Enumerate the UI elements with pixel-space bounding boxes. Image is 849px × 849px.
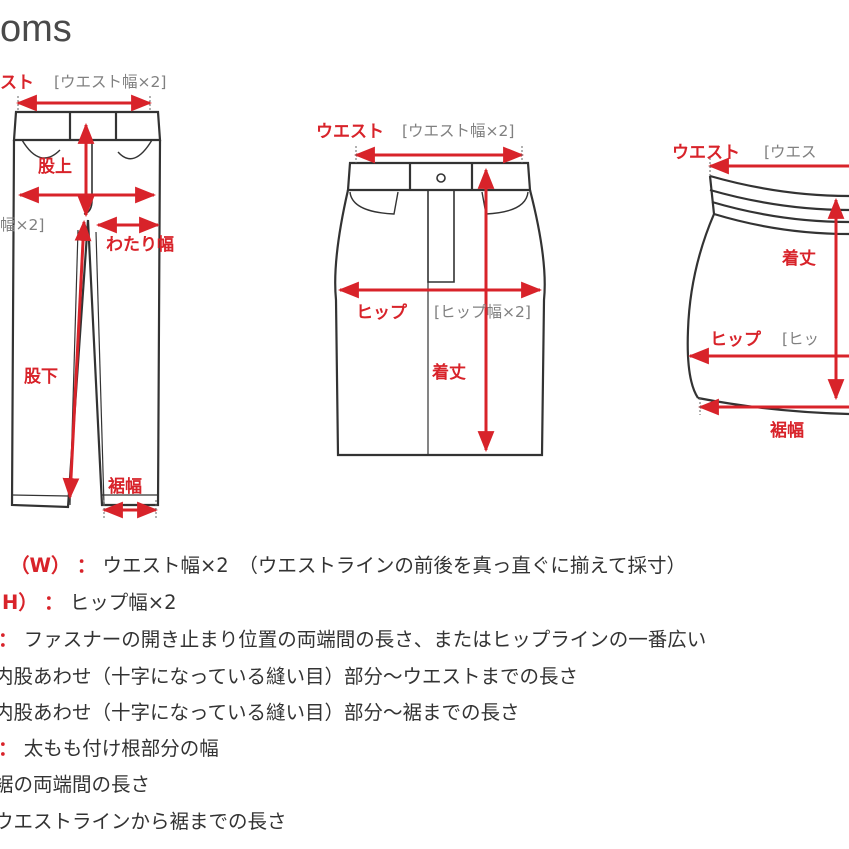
pants-hem-label: 裾幅 bbox=[108, 476, 142, 497]
skirt1-hip-note: [ヒップ幅×2] bbox=[434, 303, 531, 321]
skirt2-waist-label: ウエスト bbox=[672, 143, 740, 163]
pants-labels: スト [ウエスト幅×2] 股上 幅×2] わたり幅 股下 裾幅 bbox=[0, 73, 174, 497]
mini-skirt-arrows bbox=[687, 157, 849, 416]
desc-line-waist: （W） ： ウエスト幅×2 （ウエストラインの前後を真っ直ぐに揃えて採寸） bbox=[10, 554, 686, 577]
desc-line-rise-alt: ： ファスナーの開き止まり位置の両端間の長さ、またはヒップラインの一番広い bbox=[0, 628, 707, 651]
pencil-skirt-labels: ウエスト [ウエスト幅×2] ヒップ [ヒップ幅×2] 着丈 bbox=[316, 122, 531, 383]
measurement-diagrams: スト [ウエスト幅×2] 股上 幅×2] わたり幅 股下 裾幅 bbox=[0, 73, 849, 519]
desc-line-rise: 内股あわせ（十字になっている縫い目）部分〜ウエストまでの長さ bbox=[0, 665, 579, 688]
skirt2-length-label: 着丈 bbox=[781, 248, 816, 269]
desc-line-hip: H） ： ヒップ幅×2 bbox=[2, 591, 177, 614]
skirt2-hip-label: ヒップ bbox=[710, 329, 762, 350]
skirt1-hip-label: ヒップ bbox=[356, 302, 408, 323]
skirt2-waist-note: [ウエス bbox=[764, 143, 817, 161]
skirt2-hem-label: 裾幅 bbox=[770, 420, 804, 441]
desc-line-hem: 裾の両端間の長さ bbox=[0, 773, 151, 796]
skirt1-waist-note: [ウエスト幅×2] bbox=[402, 122, 514, 140]
mini-skirt-guide-lines bbox=[699, 158, 711, 415]
pants-guide-lines bbox=[17, 96, 157, 518]
skirt2-hip-note: [ヒッ bbox=[782, 330, 819, 348]
pants-arrows bbox=[15, 94, 161, 519]
skirt1-length-label: 着丈 bbox=[431, 362, 466, 383]
desc-line-inseam: 内股あわせ（十字になっている縫い目）部分〜裾までの長さ bbox=[0, 701, 520, 724]
pants-inseam-label: 股下 bbox=[24, 367, 58, 387]
mini-skirt-illustration bbox=[686, 174, 849, 416]
desc-line-length: ウエストラインから裾までの長さ bbox=[0, 810, 287, 833]
pants-thigh-label: わたり幅 bbox=[106, 234, 174, 255]
pants-hip-note: 幅×2] bbox=[0, 216, 44, 234]
pants-waist-label: スト bbox=[0, 73, 34, 93]
skirt1-waist-label: ウエスト bbox=[316, 122, 384, 142]
pants-waist-note: [ウエスト幅×2] bbox=[54, 73, 166, 91]
pencil-skirt-guide-lines bbox=[355, 146, 523, 163]
pencil-skirt-arrows bbox=[337, 146, 543, 453]
page-title: oms bbox=[0, 8, 72, 50]
desc-line-thigh: ： 太もも付け根部分の幅 bbox=[0, 737, 219, 760]
mini-skirt-labels: ウエスト [ウエス 着丈 ヒップ [ヒッ 裾幅 bbox=[672, 143, 819, 441]
pants-rise-label: 股上 bbox=[38, 157, 72, 177]
